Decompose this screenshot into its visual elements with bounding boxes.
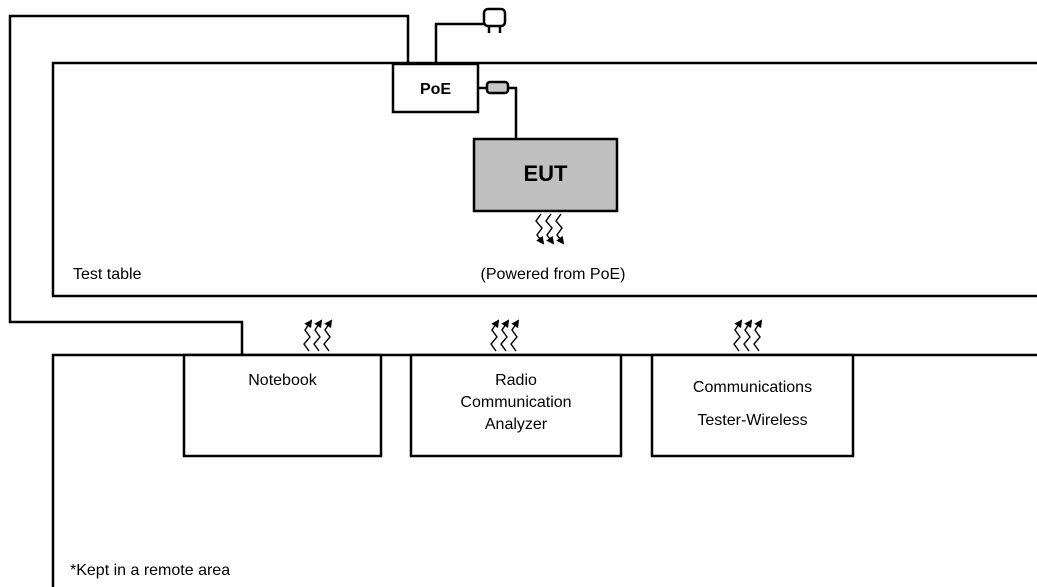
eut-box: EUT (472, 137, 619, 213)
test-table-label: Test table (73, 266, 142, 283)
remote-lan-cable (8, 14, 410, 354)
analyzer-label-line-1: Radio (495, 372, 537, 389)
remote-area-note: *Kept in a remote area (70, 562, 230, 579)
notebook-label: Notebook (248, 372, 317, 389)
analyzer-label-line-2: Communication (460, 394, 571, 411)
radio-waves-icon (303, 319, 333, 352)
test-table-outline (51, 61, 1037, 298)
radio-waves-icon (535, 213, 565, 245)
power-plug-icon (482, 7, 507, 33)
radio-communication-analyzer-box: Radio Communication Analyzer (409, 353, 623, 458)
poe-injector: PoE (391, 62, 480, 114)
radio-waves-icon (733, 319, 763, 352)
eut-power-note: (Powered from PoE) (481, 266, 626, 283)
power-cord (434, 22, 484, 64)
ethernet-connector-icon (485, 80, 510, 95)
poe-label: PoE (420, 81, 451, 98)
tester-label-line-2: Tester-Wireless (697, 412, 807, 429)
communications-tester-box: Communications Tester-Wireless (650, 353, 855, 458)
radio-waves-icon (490, 319, 520, 352)
eut-label: EUT (524, 161, 569, 186)
tester-label-line-1: Communications (693, 379, 812, 396)
analyzer-label-line-3: Analyzer (485, 416, 548, 433)
eut-cable (508, 86, 518, 139)
notebook-box: Notebook (182, 353, 383, 458)
